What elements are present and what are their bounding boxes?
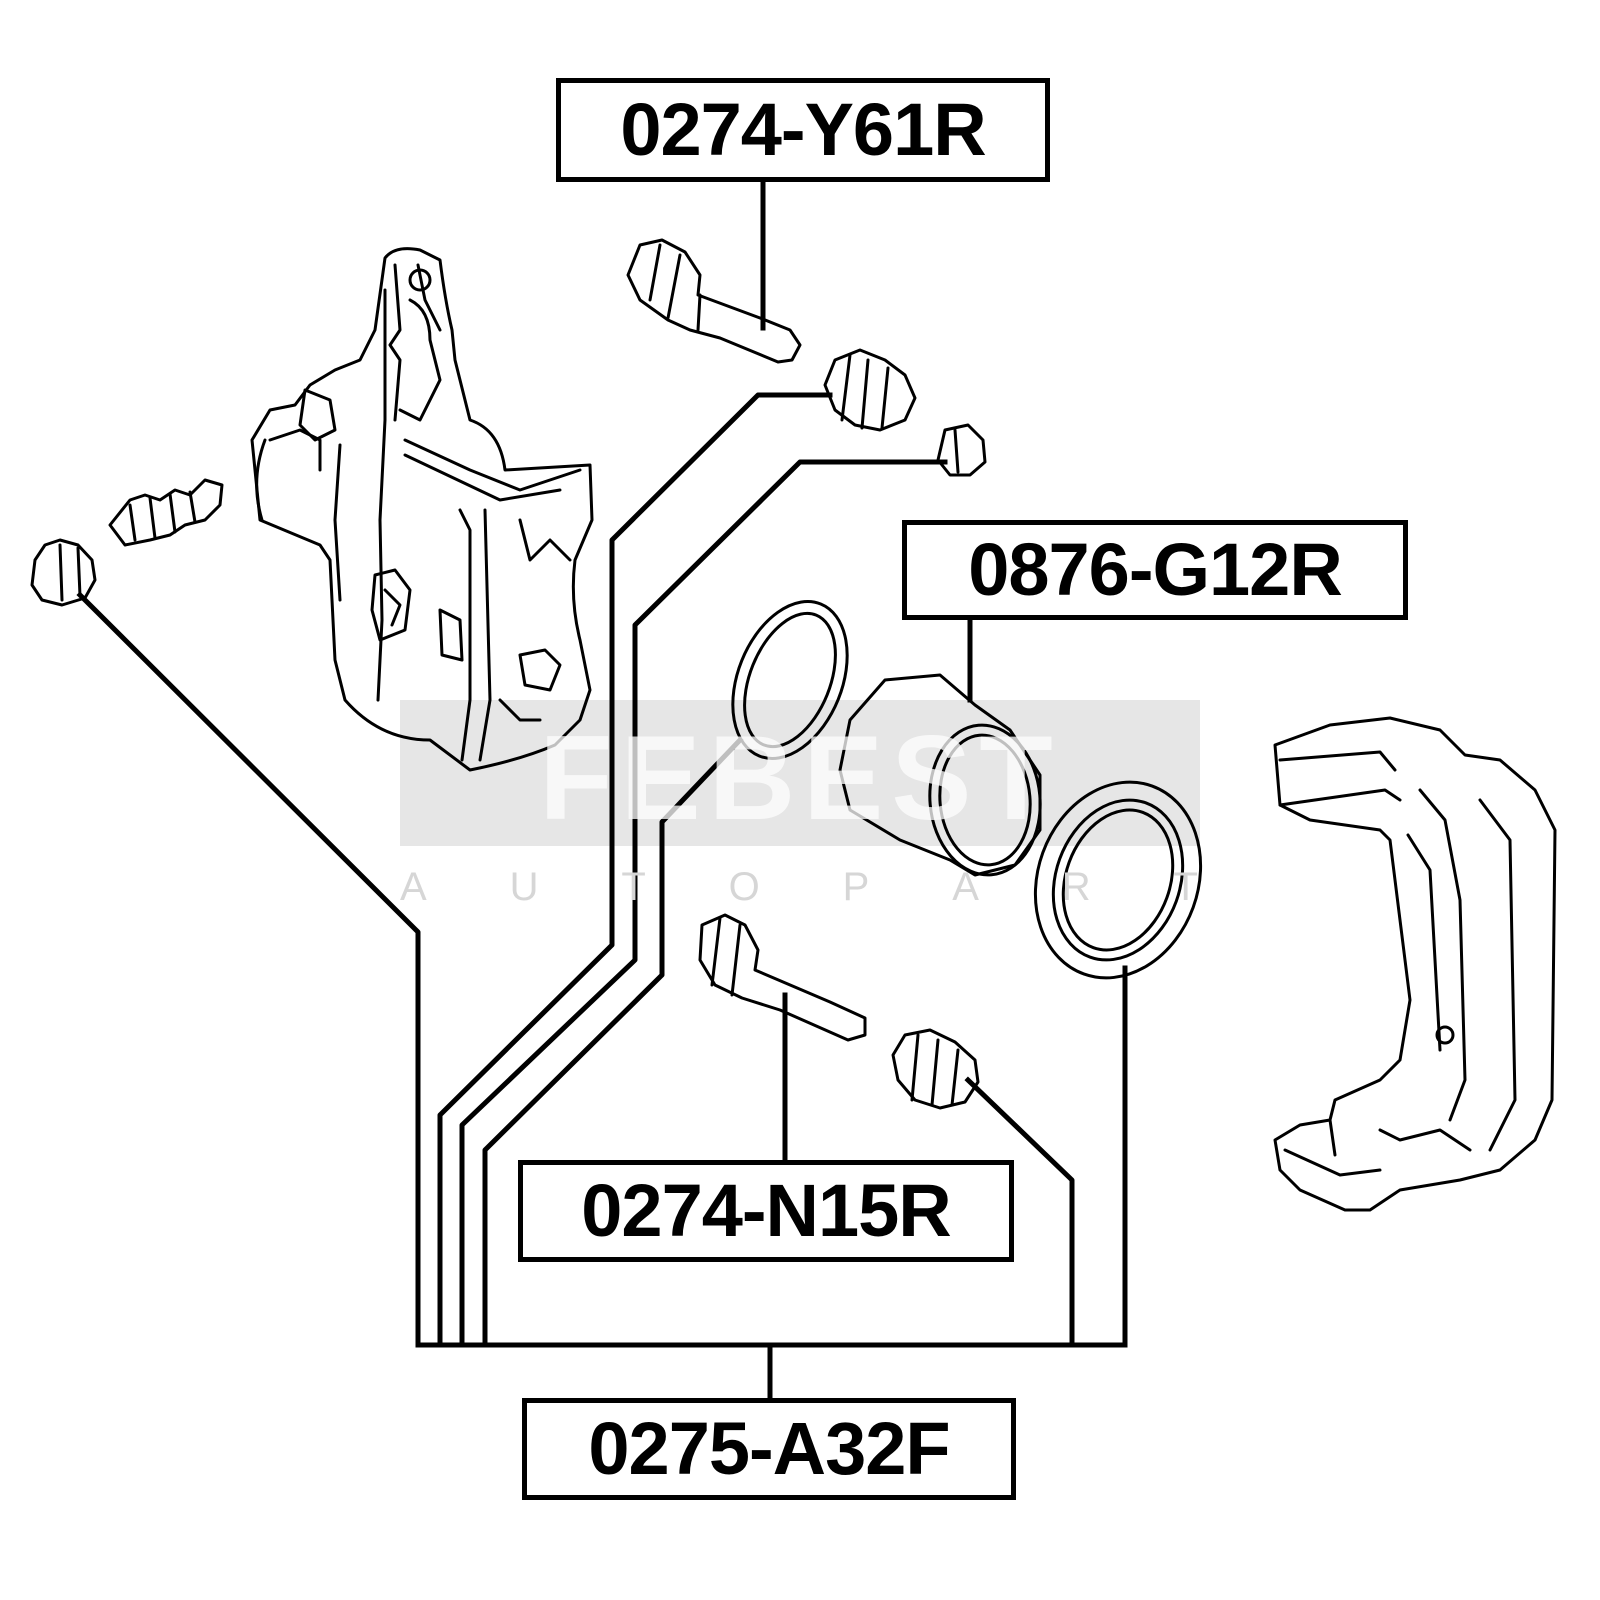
guide-pin-lower-drawing xyxy=(698,913,867,1042)
leader-a32f-bolt xyxy=(459,459,948,1348)
part-label-0274-n15r: 0274-N15R xyxy=(518,1160,1014,1262)
watermark-letter: U xyxy=(509,864,541,909)
leader-a32f-bleeder xyxy=(76,591,421,1348)
dust-boot-upper-drawing xyxy=(823,348,917,432)
piston-seal-ring-drawing xyxy=(731,600,849,760)
part-label-0275-a32f: 0275-A32F xyxy=(522,1398,1016,1500)
guide-pin-upper-drawing xyxy=(626,238,802,364)
leader-a32f-boot-upper xyxy=(437,392,833,1348)
caliper-housing-drawing xyxy=(250,247,594,772)
bleeder-cap-drawing xyxy=(30,538,97,607)
bleeder-screw-drawing xyxy=(108,478,224,547)
watermark-letter: O xyxy=(728,864,762,909)
watermark-letter: T xyxy=(1173,864,1200,909)
watermark-block xyxy=(400,700,1200,846)
piston-drawing xyxy=(838,673,1042,877)
leader-a32f-seal xyxy=(482,736,744,1348)
part-label-0274-y61r: 0274-Y61R xyxy=(556,78,1050,182)
watermark-letter: T xyxy=(621,864,648,909)
piston-dust-boot-drawing xyxy=(1033,780,1203,980)
watermark-letter: P xyxy=(842,864,872,909)
leader-a32f-boot-lower xyxy=(964,1076,1075,1348)
watermark-letter: A xyxy=(400,864,429,909)
watermark-letter: A xyxy=(952,864,981,909)
watermark-letter: R xyxy=(1061,864,1093,909)
leader-lines xyxy=(76,177,1128,1401)
small-bolt-drawing xyxy=(936,423,987,477)
part-label-0876-g12r: 0876-G12R xyxy=(902,520,1408,620)
watermark-subtitle: A U T O P A R T xyxy=(400,862,1200,912)
caliper-bracket-drawing xyxy=(1273,716,1557,1212)
dust-boot-lower-drawing xyxy=(891,1028,980,1110)
watermark-brand: FEBEST xyxy=(539,711,1061,845)
